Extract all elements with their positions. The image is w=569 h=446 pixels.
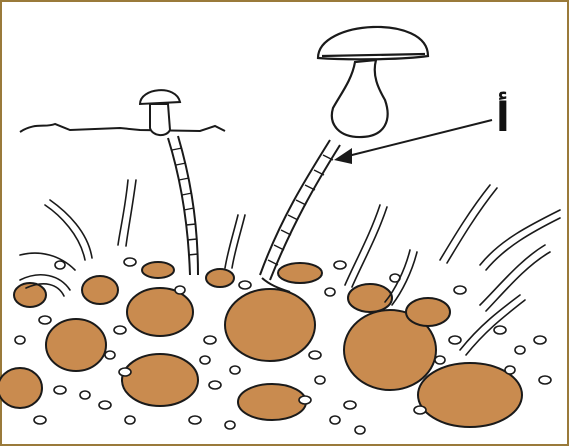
ground-surface-line — [20, 124, 225, 132]
small-mushroom — [140, 90, 180, 135]
hyphae-cross-ticks — [172, 148, 333, 265]
soil-particles — [0, 262, 522, 427]
label-a: أ — [496, 98, 510, 138]
large-mushroom — [318, 27, 428, 137]
